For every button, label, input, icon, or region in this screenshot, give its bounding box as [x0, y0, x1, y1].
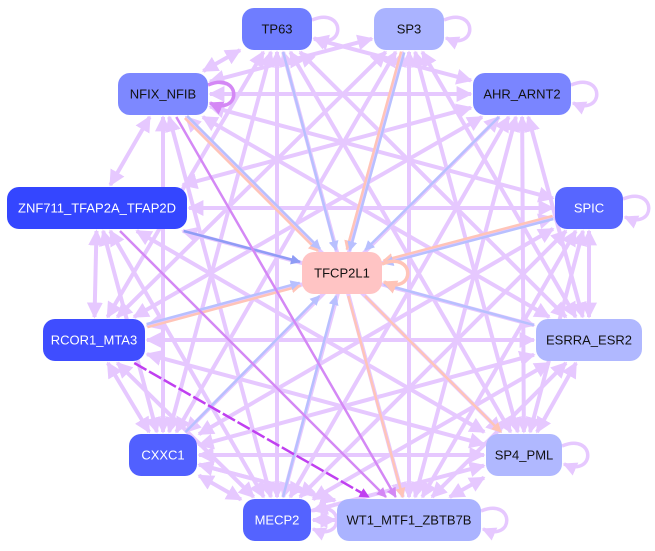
self-loop-tfcp2l1 [381, 259, 410, 294]
node-label: SP4_PML [495, 448, 554, 463]
edge-line [108, 115, 152, 187]
node-ahr-arnt2[interactable]: AHR_ARNT2 [473, 73, 571, 115]
edge-line [146, 280, 301, 326]
self-loop-sp4_pml [561, 441, 590, 476]
edge-sp4_pml-to-wt1_mtf1_zbtb7b [448, 475, 486, 499]
edge-cxxc1-to-wt1_mtf1_zbtb7b [197, 460, 337, 505]
self-loop-mecp2 [310, 506, 339, 541]
edges-layer [86, 34, 597, 528]
node-label: TP63 [261, 22, 292, 37]
node-cxxc1[interactable]: CXXC1 [129, 434, 197, 476]
edge-spic-to-tfcp2l1 [382, 214, 554, 267]
edge-line [186, 114, 322, 250]
self-loop-nfix_nfib [207, 80, 236, 115]
node-box [486, 434, 562, 476]
edge-line [344, 51, 403, 251]
edge-line [364, 116, 500, 251]
edge-sp3-to-cxxc1 [174, 50, 398, 434]
node-label: SP3 [397, 22, 422, 37]
self-loop-tp63 [311, 15, 340, 50]
node-box [473, 73, 571, 115]
edge-tp63-to-nfix_nfib [201, 48, 242, 73]
edge-znf711_tfap2a_tfap2d-to-wt1_mtf1_zbtb7b [119, 230, 387, 498]
node-tfcp2l1[interactable]: TFCP2L1 [302, 252, 382, 294]
node-box [536, 319, 642, 361]
node-sp4-pml[interactable]: SP4_PML [486, 434, 562, 476]
edge-esrra_esr2-to-tfcp2l1 [383, 281, 535, 327]
edge-line [133, 361, 370, 499]
edge-line [383, 281, 535, 327]
edge-tfcp2l1-to-sp4_pml [364, 295, 502, 433]
edge-line [174, 50, 398, 434]
self-loop-spic [622, 194, 651, 229]
node-box [337, 499, 481, 541]
edge-line [347, 295, 406, 498]
edge-line [183, 229, 301, 265]
node-label: TFCP2L1 [314, 266, 370, 281]
nodes-layer: TP63 SP3 NFIX_NFIB AHR_ARNT2 ZNF711_TFAP… [7, 8, 642, 541]
node-spic[interactable]: SPIC [555, 187, 623, 229]
edge-line [86, 229, 105, 319]
edge-line [119, 230, 387, 498]
node-znf711-tfap2a-tfap2d[interactable]: ZNF711_TFAP2A_TFAP2D [7, 187, 187, 229]
edge-nfix_nfib-to-tfcp2l1 [183, 114, 322, 253]
edge-rcor1_mta3-to-wt1_mtf1_zbtb7b [133, 361, 370, 499]
node-label: AHR_ARNT2 [483, 87, 560, 102]
node-label: CXXC1 [141, 448, 184, 463]
node-label: RCOR1_MTA3 [51, 333, 137, 348]
node-label: ZNF711_TFAP2A_TFAP2D [18, 201, 176, 216]
edge-tp63-to-tfcp2l1 [281, 51, 339, 251]
edge-znf711_tfap2a_tfap2d-to-tfcp2l1 [183, 229, 301, 265]
node-box [555, 187, 623, 229]
self-loop-wt1_mtf1_zbtb7b [480, 506, 509, 541]
node-box [242, 8, 312, 50]
node-label: SPIC [574, 201, 604, 216]
edge-nfix_nfib-to-znf711_tfap2a_tfap2d [108, 115, 152, 187]
edge-rcor1_mta3-to-tfcp2l1 [146, 280, 302, 329]
edge-line [197, 460, 337, 505]
edge-line [448, 475, 486, 499]
edge-line [175, 116, 397, 498]
edge-sp3-to-tfcp2l1 [344, 51, 406, 252]
node-tp63[interactable]: TP63 [242, 8, 312, 50]
node-box [302, 252, 382, 294]
edge-line [183, 117, 319, 253]
node-mecp2[interactable]: MECP2 [243, 499, 311, 541]
edge-line [201, 48, 242, 73]
edge-ahr_arnt2-to-tfcp2l1 [364, 116, 500, 251]
self-loop-sp3 [443, 15, 472, 50]
node-box [243, 499, 311, 541]
node-box [129, 434, 197, 476]
edge-nfix_nfib-to-wt1_mtf1_zbtb7b [175, 116, 397, 498]
node-box [374, 8, 444, 50]
node-sp3[interactable]: SP3 [374, 8, 444, 50]
node-label: WT1_MTF1_ZBTB7B [347, 513, 472, 528]
node-esrra-esr2[interactable]: ESRRA_ESR2 [536, 319, 642, 361]
edge-line [281, 51, 339, 251]
edge-znf711_tfap2a_tfap2d-to-rcor1_mta3 [86, 229, 105, 319]
node-label: NFIX_NFIB [130, 87, 196, 102]
self-loop-ahr_arnt2 [570, 80, 599, 115]
node-wt1-mtf1-zbtb7b[interactable]: WT1_MTF1_ZBTB7B [337, 499, 481, 541]
node-label: MECP2 [255, 513, 300, 528]
node-box [118, 73, 208, 115]
self-loops-layer [207, 15, 651, 541]
node-nfix-nfib[interactable]: NFIX_NFIB [118, 73, 208, 115]
node-box [43, 319, 145, 361]
edge-line [383, 217, 554, 267]
node-label: ESRRA_ESR2 [546, 333, 632, 348]
edge-line [382, 214, 553, 263]
edge-line [147, 283, 302, 329]
edge-line [347, 52, 406, 252]
edge-line [364, 295, 502, 433]
edge-tfcp2l1-to-wt1_mtf1_zbtb7b [347, 295, 406, 498]
node-box [7, 187, 187, 229]
node-rcor1-mta3[interactable]: RCOR1_MTA3 [43, 319, 145, 361]
edge-mecp2-to-tfcp2l1 [281, 295, 339, 498]
edge-line [281, 295, 339, 498]
